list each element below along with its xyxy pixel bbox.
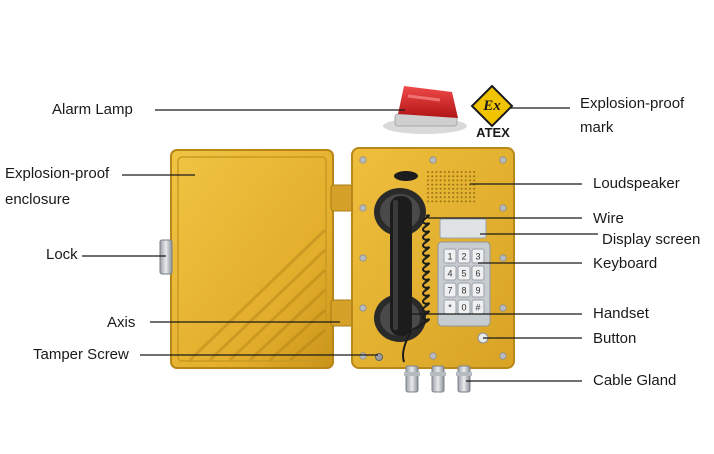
atex-symbol: Ex bbox=[482, 98, 501, 114]
hinge-axis bbox=[330, 184, 354, 327]
lock bbox=[159, 239, 173, 275]
label-axis: Axis bbox=[107, 314, 136, 331]
label-handset: Handset bbox=[593, 305, 649, 322]
keypad-key: 4 bbox=[443, 265, 457, 281]
keypad-key: 2 bbox=[457, 248, 471, 264]
svg-text:6: 6 bbox=[475, 269, 480, 279]
svg-text:9: 9 bbox=[475, 286, 480, 296]
label-loudspeaker: Loudspeaker bbox=[593, 175, 680, 192]
label-display-screen: Display screen bbox=[602, 231, 701, 248]
svg-text:0: 0 bbox=[461, 303, 466, 313]
label-explosion-proof-mark-line2: mark bbox=[580, 119, 614, 136]
label-alarm-lamp: Alarm Lamp bbox=[52, 101, 133, 118]
svg-text:*: * bbox=[448, 303, 452, 313]
coiled-wire bbox=[402, 214, 430, 363]
svg-text:5: 5 bbox=[461, 269, 466, 279]
atex-text: ATEX bbox=[476, 125, 510, 140]
cable-glands bbox=[404, 365, 472, 393]
keypad-key: 0 bbox=[457, 299, 471, 315]
keypad-key: 1 bbox=[443, 248, 457, 264]
handset bbox=[374, 171, 426, 342]
enclosure-door bbox=[170, 149, 334, 369]
svg-text:8: 8 bbox=[461, 286, 466, 296]
keypad-key: 8 bbox=[457, 282, 471, 298]
keypad-key: # bbox=[471, 299, 485, 315]
label-explosion-proof-mark-line1: Explosion-proof bbox=[580, 95, 685, 112]
svg-text:#: # bbox=[475, 303, 480, 313]
keypad-key: 5 bbox=[457, 265, 471, 281]
atex-mark: Ex ATEX bbox=[470, 84, 514, 140]
label-enclosure-line1: Explosion-proof bbox=[5, 165, 110, 182]
keypad-key: 9 bbox=[471, 282, 485, 298]
display-screen bbox=[439, 218, 487, 239]
svg-text:3: 3 bbox=[475, 252, 480, 262]
svg-text:2: 2 bbox=[461, 252, 466, 262]
keypad-key: 7 bbox=[443, 282, 457, 298]
label-wire: Wire bbox=[593, 210, 624, 227]
alarm-lamp bbox=[383, 86, 467, 134]
svg-text:4: 4 bbox=[447, 269, 452, 279]
keypad-key: 6 bbox=[471, 265, 485, 281]
label-enclosure-line2: enclosure bbox=[5, 191, 71, 208]
keypad-key: 3 bbox=[471, 248, 485, 264]
label-button: Button bbox=[593, 330, 637, 347]
label-lock: Lock bbox=[46, 246, 78, 263]
label-tamper-screw: Tamper Screw bbox=[33, 346, 129, 363]
svg-text:1: 1 bbox=[447, 252, 452, 262]
svg-text:7: 7 bbox=[447, 286, 452, 296]
label-keyboard: Keyboard bbox=[593, 255, 658, 272]
label-cable-gland: Cable Gland bbox=[593, 372, 677, 389]
keypad-key: * bbox=[443, 299, 457, 315]
